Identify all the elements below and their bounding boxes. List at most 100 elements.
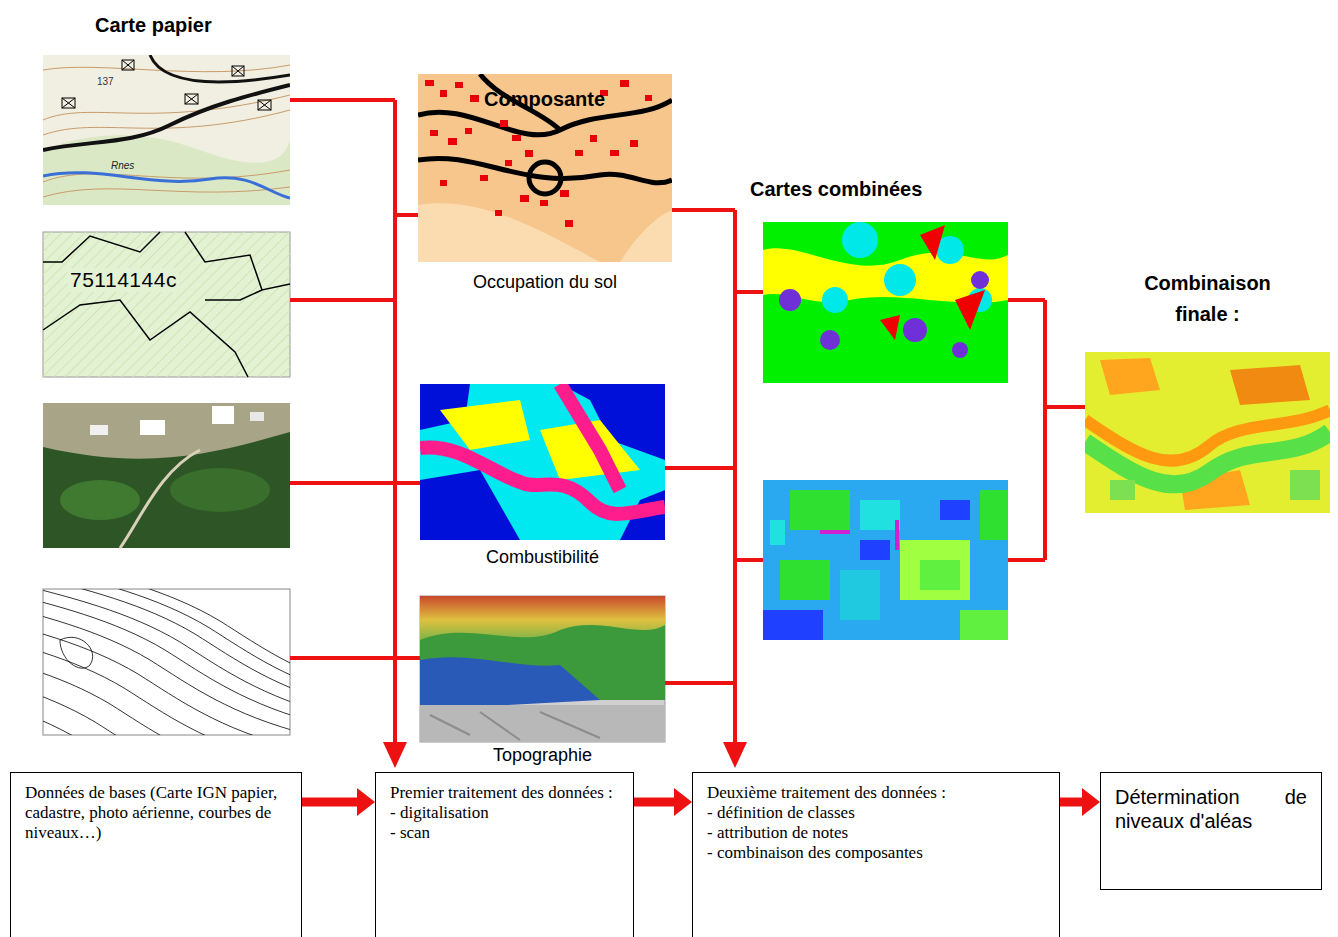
flow-arrowheads-part (723, 742, 747, 768)
land-use-map-part-part (565, 220, 573, 227)
fuel-map-part-part (560, 384, 620, 490)
land-use-map-part-part (440, 180, 447, 186)
land-use-map-part-part (505, 160, 512, 166)
column-heading: Cartes combinées (750, 178, 922, 201)
arrowhead (357, 788, 375, 816)
topo-map-thumbnail-part-part (232, 66, 244, 76)
final-hazard-map-part (1100, 358, 1160, 395)
land-use-map-part-part (560, 190, 569, 197)
topo-map-thumbnail-part (43, 173, 290, 198)
contour-lines-thumbnail-part-part (43, 644, 270, 735)
combined-raster-map-part (920, 560, 960, 590)
land-use-map-part-part (495, 210, 502, 216)
land-use-map-part (418, 74, 672, 262)
topo-map-thumbnail-part (62, 60, 271, 110)
terrain-model-part (420, 705, 665, 742)
combined-raster-map-part (960, 610, 1008, 640)
flow-lines-part (290, 656, 420, 660)
final-hazard-map-part (1290, 470, 1320, 500)
arrowhead (1082, 788, 1100, 816)
aerial-photo-thumbnail-part (212, 406, 234, 424)
land-use-map-part-part (620, 80, 629, 87)
topo-map-thumbnail-part-part (185, 94, 198, 104)
land-use-map-part-part (448, 138, 457, 145)
panel-caption: Occupation du sol (418, 271, 672, 293)
topo-map-thumbnail-part-part (43, 110, 290, 135)
land-use-map-part-part (525, 150, 533, 157)
fuel-map-part-part (440, 400, 530, 450)
combined-raster-map-part (780, 560, 830, 600)
combined-raster-map-part (840, 570, 880, 620)
cadastre-thumbnail-part (43, 232, 290, 377)
topo-map-thumbnail-part-part (258, 100, 271, 110)
combined-map-part-part (920, 225, 945, 260)
panel-heading: Combinaison finale : (1123, 268, 1293, 330)
map-text: 137 (96, 76, 115, 87)
contour-lines-thumbnail-part (43, 589, 290, 735)
arrowhead (674, 788, 692, 816)
flow-lines-part (290, 98, 395, 102)
process-arrow-shaft (302, 798, 359, 807)
land-use-map-part-part (465, 128, 472, 134)
combined-map-part-part (822, 287, 848, 313)
box-text: - définition de classes (707, 803, 1045, 823)
contour-lines-thumbnail-part-part (43, 589, 290, 709)
combined-raster-map-part (860, 540, 890, 560)
combined-map-part-part (880, 315, 900, 340)
combined-raster-map-part (763, 610, 823, 640)
combined-raster-map-part (763, 480, 1008, 640)
topo-map-thumbnail (43, 55, 290, 205)
combined-raster-map-part (820, 530, 850, 534)
combined-map-part-part (779, 289, 801, 311)
land-use-map-part-part (512, 135, 521, 141)
process-box: Données de bases (Carte IGN papier, cada… (10, 772, 302, 937)
flow-lines (290, 100, 1085, 745)
flow-lines-part (1008, 298, 1045, 302)
box-text: Détermination de niveaux d'aléas (1115, 785, 1307, 833)
process-arrow (634, 788, 692, 816)
flow-lines-part (290, 481, 420, 485)
process-box: Premier traitement des données :- digita… (375, 772, 634, 937)
process-arrow (1060, 788, 1100, 816)
land-use-map (418, 74, 672, 262)
panel-caption: Topographie (420, 744, 665, 766)
land-use-map-part-part (500, 120, 508, 127)
land-use-map-part-part (610, 150, 619, 156)
aerial-photo-thumbnail-part (60, 480, 140, 520)
terrain-model-part (420, 596, 665, 742)
land-use-map-part (620, 210, 672, 262)
parcel-number: 75114144c (68, 268, 179, 292)
final-hazard-map-part (1085, 352, 1330, 513)
box-text: - combinaison des composantes (707, 843, 1045, 863)
land-use-map-part-part (645, 95, 652, 101)
map-panel: Combustibilité (420, 384, 665, 570)
final-hazard-map-part (1110, 480, 1135, 500)
topo-map-thumbnail-part-part (43, 187, 290, 197)
aerial-photo-thumbnail-part (90, 425, 108, 435)
combined-map-part (763, 222, 1008, 383)
topo-map-thumbnail-part-part (122, 60, 134, 70)
process-box: Deuxième traitement des données :- défin… (692, 772, 1060, 937)
final-hazard-map-part (1085, 410, 1330, 461)
map-text: Rnes (110, 160, 135, 171)
column-heading: Composante (484, 88, 605, 111)
fuel-map-part (420, 384, 665, 514)
topo-map-thumbnail-part-part (185, 94, 198, 104)
box-text: Données de bases (Carte IGN papier, cada… (25, 783, 287, 843)
process-arrow (302, 788, 375, 816)
land-use-map-part-part (630, 140, 638, 147)
box-text: - digitalisation (390, 803, 619, 823)
combined-raster-map (763, 480, 1008, 640)
land-use-map-part (425, 80, 652, 227)
flow-lines-part (735, 290, 763, 294)
combined-raster-map-part (790, 490, 850, 530)
final-hazard-map-part (1230, 365, 1310, 405)
terrain-model (420, 596, 665, 742)
contour-lines-thumbnail-part-part (43, 628, 284, 735)
combined-raster-map-part (895, 520, 899, 550)
topo-map-thumbnail-part-part (62, 98, 75, 108)
combined-raster-map-part (940, 500, 970, 520)
contour-lines-thumbnail-part-part (43, 590, 290, 725)
land-use-map-part-part (575, 150, 583, 156)
box-text: Premier traitement des données : (390, 783, 619, 803)
